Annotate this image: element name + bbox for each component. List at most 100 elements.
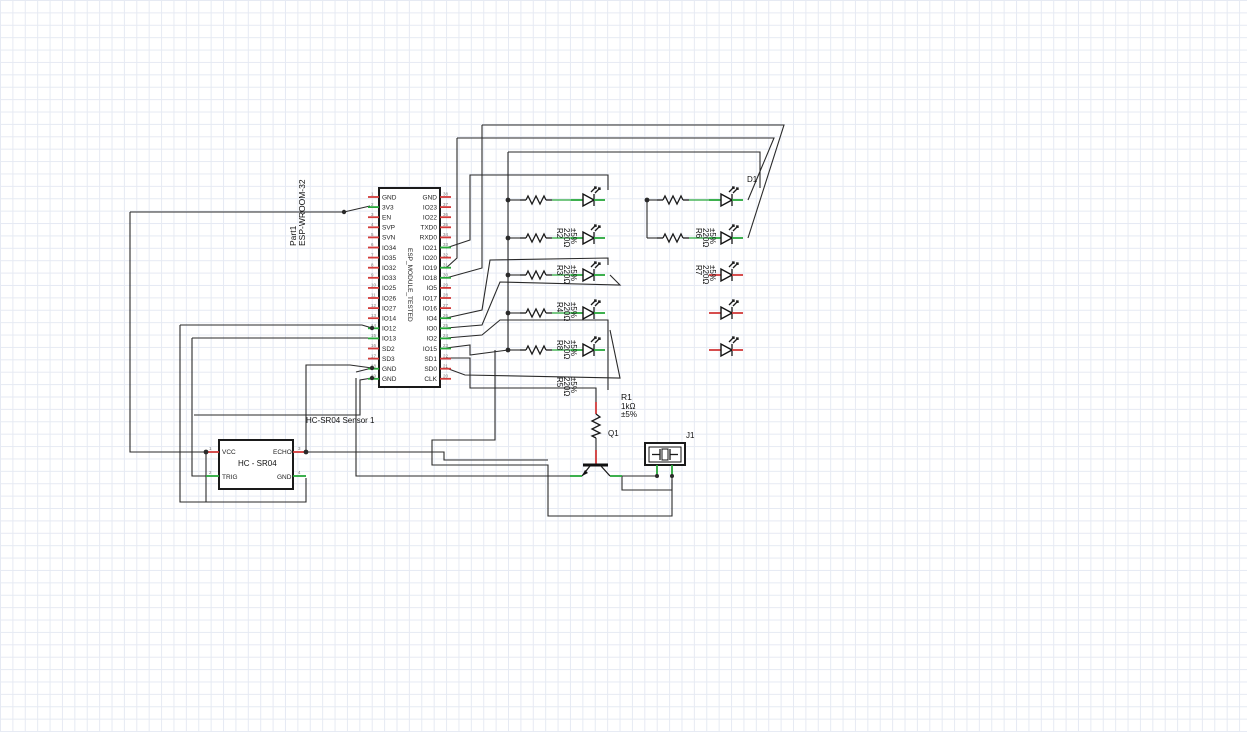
esp32-pin-label: IO19: [423, 265, 437, 272]
esp32-pin-label: IO17: [423, 295, 437, 302]
esp32-pin-number: 23: [443, 343, 449, 348]
r1-tolerance: ±5%: [621, 410, 637, 419]
d1-ref-label: D1: [747, 175, 758, 184]
esp32-pin-number: 19: [371, 374, 377, 379]
led[interactable]: [709, 186, 743, 208]
esp32-pin-number: 4: [371, 222, 374, 227]
esp32-pin-label: IO33: [382, 275, 396, 282]
esp32-pin-label: IO32: [382, 265, 396, 272]
esp32-pin-number: 3: [371, 212, 374, 217]
esp32-pin-label: GND: [382, 366, 397, 373]
sensor-pin-trig: TRIG: [222, 474, 238, 481]
led[interactable]: [709, 224, 743, 246]
resistor-tolerance: ±5%: [569, 377, 578, 393]
q1-transistor[interactable]: Q1: [570, 429, 622, 477]
esp32-pin-label: IO5: [427, 285, 438, 292]
r1-value: 1kΩ: [621, 402, 635, 411]
esp32-pin-label: 3V3: [382, 204, 394, 211]
led[interactable]: [571, 336, 605, 358]
j1-ref: J1: [686, 431, 695, 440]
esp32-pin-number: 1: [371, 192, 374, 197]
hc-sr04-sensor[interactable]: VCC TRIG ECHO GND 1 2 3 4 HC - SR04 HC-S…: [206, 416, 375, 490]
resistor[interactable]: [520, 344, 552, 356]
resistor-tolerance: ±5%: [708, 265, 717, 281]
esp32-pin-label: SVP: [382, 225, 395, 232]
esp32-pin-number: 27: [443, 303, 449, 308]
esp32-pin-number: 9: [371, 273, 374, 278]
resistor-ref: R7: [694, 265, 703, 276]
sensor-pin-num: 2: [209, 470, 212, 475]
resistor-value: 220Ω: [562, 377, 571, 396]
led[interactable]: [709, 336, 743, 358]
resistor[interactable]: [657, 194, 689, 206]
resistor-value: 220Ω: [562, 228, 571, 247]
esp32-pin-label: RXD0: [420, 235, 438, 242]
esp32-pin-number: 18: [371, 363, 377, 368]
esp32-pin-number: 16: [371, 343, 377, 348]
esp32-pin-number: 7: [371, 252, 374, 257]
led[interactable]: [571, 224, 605, 246]
esp32-pin-label: IO22: [423, 215, 437, 222]
esp32-pin-label: IO0: [427, 326, 438, 333]
esp32-pin-number: 13: [371, 313, 377, 318]
led[interactable]: [709, 299, 743, 321]
esp32-pin-label: IO35: [382, 255, 396, 262]
esp32-pin-number: 21: [443, 363, 449, 368]
esp32-pin-number: 11: [371, 293, 376, 298]
resistor-ref: R2: [555, 228, 564, 239]
resistor[interactable]: [520, 269, 552, 281]
esp32-pin-label: IO16: [423, 305, 437, 312]
esp32-pin-label: TXD0: [420, 225, 437, 232]
resistor[interactable]: [520, 194, 552, 206]
esp32-pin-label: EN: [382, 215, 391, 222]
esp32-pin-label: IO26: [382, 295, 396, 302]
esp32-pin-label: GND: [423, 194, 438, 201]
esp32-pin-number: 33: [443, 242, 449, 247]
led[interactable]: [571, 186, 605, 208]
esp32-pin-label: IO12: [382, 326, 396, 333]
esp32-module[interactable]: GND13V32EN3SVP4SVN5IO346IO357IO328IO339I…: [288, 179, 451, 388]
esp32-pin-number: 8: [371, 262, 374, 267]
esp32-pin-label: IO15: [423, 346, 437, 353]
resistor-ref: R8: [555, 340, 564, 351]
esp32-pin-number: 38: [443, 192, 449, 197]
sensor-pin-num: 3: [298, 446, 301, 451]
esp32-pin-label: IO18: [423, 275, 437, 282]
wires: [129, 124, 785, 517]
j1-buzzer[interactable]: J1: [644, 431, 695, 476]
resistor[interactable]: [657, 232, 689, 244]
sensor-ref-label: HC-SR04 Sensor 1: [306, 416, 375, 425]
resistor-value: 220Ω: [562, 340, 571, 359]
sensor-name-label: HC - SR04: [238, 459, 277, 468]
r1-resistor[interactable]: R1 1kΩ ±5%: [590, 392, 637, 439]
resistor-value: 220Ω: [701, 228, 710, 247]
esp32-pin-number: 10: [371, 283, 377, 288]
resistor-tolerance: ±5%: [569, 265, 578, 281]
esp32-pin-number: 14: [371, 323, 377, 328]
led[interactable]: [709, 261, 743, 283]
q1-ref: Q1: [608, 429, 619, 438]
junction-dots: [203, 197, 674, 478]
esp32-pin-label: IO14: [382, 316, 396, 323]
resistor[interactable]: [520, 307, 552, 319]
resistor[interactable]: [520, 232, 552, 244]
esp32-pin-number: 37: [443, 202, 449, 207]
esp32-pin-number: 15: [371, 333, 377, 338]
esp32-pin-label: IO27: [382, 305, 396, 312]
resistor-tolerance: ±5%: [708, 228, 717, 244]
esp32-pin-label: SD1: [424, 356, 437, 363]
esp32-pin-number: 5: [371, 232, 374, 237]
esp32-pin-number: 26: [443, 313, 449, 318]
esp32-pin-number: 20: [443, 374, 449, 379]
resistor-ref: R6: [694, 228, 703, 239]
esp32-pin-number: 29: [443, 283, 449, 288]
esp32-pin-number: 2: [371, 202, 374, 207]
esp32-pin-label: SD3: [382, 356, 395, 363]
led[interactable]: [571, 261, 605, 283]
led[interactable]: [571, 299, 605, 321]
esp32-pin-label: IO34: [382, 245, 396, 252]
esp32-pin-label: IO23: [423, 204, 437, 211]
resistor-tolerance: ±5%: [569, 228, 578, 244]
esp32-pin-label: SD2: [382, 346, 395, 353]
